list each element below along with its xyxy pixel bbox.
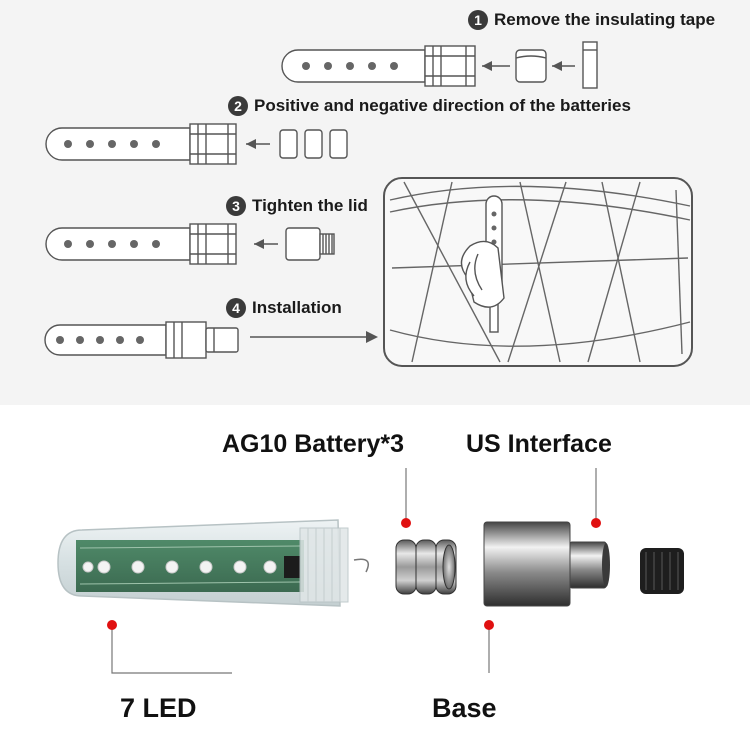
step-2-number: 2 [228,96,248,116]
step-1-text: Remove the insulating tape [494,10,716,29]
step-3-text: Tighten the lid [252,196,368,215]
step2-assembly [45,123,348,165]
step3-assembly [45,223,335,265]
step-4: 4 Installation [226,298,342,318]
step-4-text: Installation [252,298,342,317]
callout-dots [107,518,601,630]
ag10-batteries [395,539,457,595]
step-3: 3 Tighten the lid [226,196,368,216]
callout-leaders [111,468,597,674]
step-4-number: 4 [226,298,246,318]
base-part [483,521,610,607]
callout-us-interface: US Interface [466,430,612,458]
step-2: 2 Positive and negative direction of the… [228,96,631,116]
callout-7-led: 7 LED [120,693,197,723]
callout-base: Base [432,693,497,723]
valve-cap [640,548,684,594]
step-2-text: Positive and negative direction of the b… [254,96,631,115]
led-light-tube [57,519,369,607]
step-1: 1 Remove the insulating tape [468,10,715,30]
wheel-illustration [383,177,693,367]
step-1-number: 1 [468,10,488,30]
step-3-number: 3 [226,196,246,216]
step1-assembly [281,41,598,89]
callout-battery: AG10 Battery*3 [222,430,405,458]
step4-assembly [44,321,378,359]
